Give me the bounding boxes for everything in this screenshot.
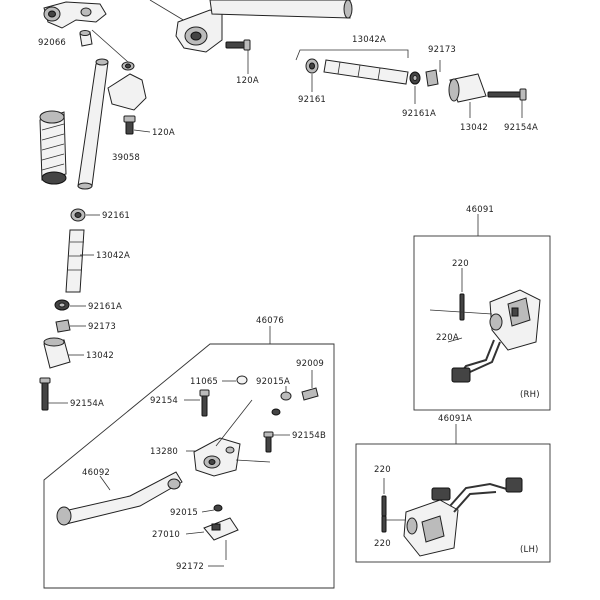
label-rh: (RH) [520, 390, 540, 400]
label-120a-top: 120A [236, 76, 259, 86]
label-13280: 13280 [150, 447, 178, 457]
label-92173-left: 92173 [88, 322, 116, 332]
label-92161-top: 92161 [298, 95, 326, 105]
lh-switch-box [355, 424, 551, 563]
grip [39, 110, 67, 185]
label-220-lh-bottom: 220 [374, 539, 391, 549]
label-lh: (LH) [520, 545, 539, 555]
upper-clamp-lever [91, 29, 147, 111]
handlebar-clamp-left [43, 1, 107, 29]
label-92154: 92154 [150, 396, 178, 406]
label-120a-left: 120A [152, 128, 175, 138]
label-92066: 92066 [38, 38, 66, 48]
label-92154a-left: 92154A [70, 399, 104, 409]
label-11065: 11065 [190, 377, 218, 387]
label-92161-left: 92161 [102, 211, 130, 221]
label-92015a: 92015A [256, 377, 290, 387]
label-46091: 46091 [466, 205, 494, 215]
knob-92066 [79, 30, 93, 47]
label-92173-top: 92173 [428, 45, 456, 55]
rh-switch-box [413, 214, 551, 411]
label-46091a: 46091A [438, 414, 472, 424]
label-220-lh-top: 220 [374, 465, 391, 475]
label-46076: 46076 [256, 316, 284, 326]
label-39058: 39058 [112, 153, 140, 163]
label-13042a-left: 13042A [96, 251, 130, 261]
label-92172: 92172 [176, 562, 204, 572]
label-92154a-top: 92154A [504, 123, 538, 133]
top-clamp [149, 0, 353, 53]
callout-labels: 92066 120A 120A 39058 13042A 92173 92161… [38, 35, 540, 572]
label-92161a-top: 92161A [402, 109, 436, 119]
label-220-rh-top: 220 [452, 259, 469, 269]
left-stack [39, 208, 100, 411]
top-right-stack [295, 49, 527, 118]
label-27010: 27010 [152, 530, 180, 540]
label-13042-left: 13042 [86, 351, 114, 361]
label-92009: 92009 [296, 359, 324, 369]
label-220a: 220A [436, 333, 459, 343]
label-13042a-top: 13042A [352, 35, 386, 45]
brake-lever-assembly [43, 326, 335, 589]
label-92154b: 92154B [292, 431, 326, 441]
label-92015: 92015 [170, 508, 198, 518]
label-46092: 46092 [82, 468, 110, 478]
label-92161a-left: 92161A [88, 302, 122, 312]
fork-tube-39058 [77, 58, 109, 190]
bolt-120A-top [225, 39, 251, 74]
bolt-120A-left [123, 115, 151, 135]
label-13042-top: 13042 [460, 123, 488, 133]
